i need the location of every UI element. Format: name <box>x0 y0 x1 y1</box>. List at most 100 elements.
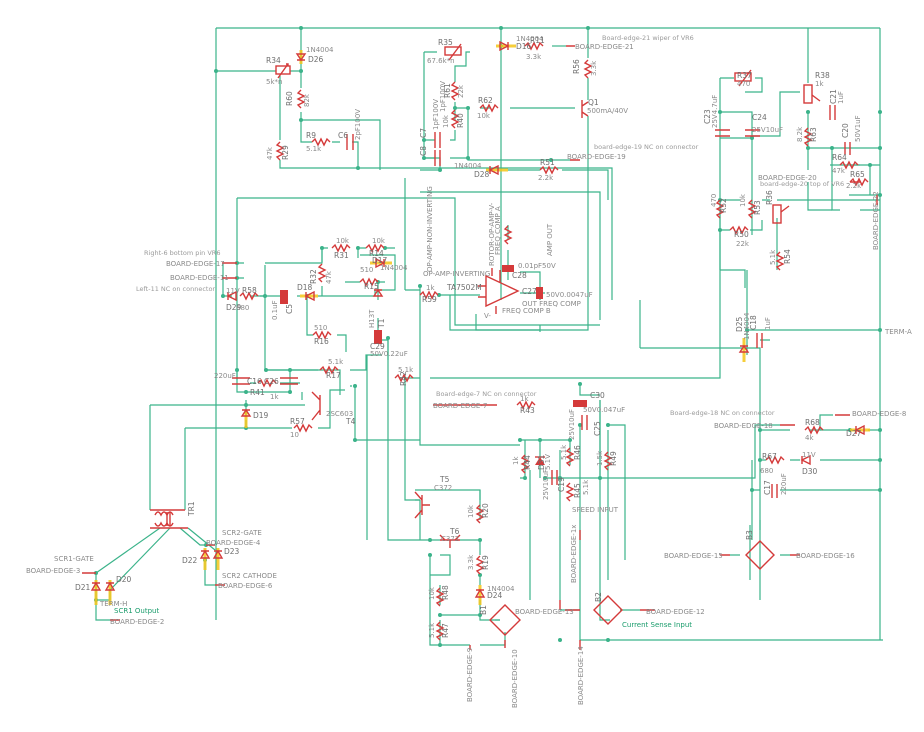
label-T5: T5 <box>439 475 450 484</box>
diode-D17 <box>375 257 386 269</box>
label-C30: C30 <box>590 391 605 400</box>
resistor-R48 <box>435 587 445 607</box>
cap-C5 <box>280 290 288 304</box>
value-T6: C372 <box>441 535 459 543</box>
label-R15: R15 <box>364 282 379 291</box>
value-R31: 10k <box>336 237 350 245</box>
value-R54: 5.1k <box>769 249 777 265</box>
component-labels: R34 5k*n 1N4004 D26 R60 82k R9 5.1k C6 2… <box>75 35 865 638</box>
note-be18: Board-edge-18 NC on connector <box>670 409 775 417</box>
label-R35: R35 <box>438 38 453 47</box>
net-freq-comp-b: FREQ COMP B <box>502 307 551 315</box>
resistor-R41 <box>257 378 277 388</box>
label-C18: C18 <box>749 315 758 330</box>
note-be19: board-edge-19 NC on connector <box>594 143 699 151</box>
value-R49: 1.5k <box>596 450 604 466</box>
value-C17: 220uF <box>780 473 788 495</box>
label-C26: C26 <box>264 377 279 386</box>
opamp-TA7502M <box>485 274 520 308</box>
value-R62: 10k <box>477 112 491 120</box>
value-C21: 1uF <box>837 91 845 104</box>
value-D24: 1N4004 <box>487 585 515 593</box>
resistor-R63 <box>803 127 813 147</box>
label-D23: D23 <box>224 547 240 556</box>
label-R56: R56 <box>572 59 581 74</box>
value-C25: 25V10uF <box>568 409 576 440</box>
bridge-B3 <box>745 540 775 570</box>
cap-C21 <box>829 105 836 120</box>
resistor-R47 <box>435 621 445 641</box>
cap-C16 <box>232 377 250 385</box>
value-R42: 5.1k <box>398 366 414 374</box>
diode-D27 <box>854 424 865 436</box>
value-C8: 1pF100V <box>439 81 447 112</box>
parts <box>82 40 878 650</box>
resistor-R19 <box>475 555 485 575</box>
value-C24: 25V10uF <box>752 126 783 134</box>
label-D30: D30 <box>802 467 818 476</box>
label-D19: D19 <box>253 411 269 420</box>
note-be7: Board-edge-7 NC on connector <box>436 390 537 398</box>
transformer <box>150 509 188 529</box>
resistor-R43 <box>516 400 536 410</box>
value-D17: 1N4004 <box>380 264 408 272</box>
resistor-R62 <box>479 103 499 113</box>
transistor-Q1 <box>581 100 589 118</box>
resistor-R45 <box>565 482 575 502</box>
label-C20: C20 <box>841 123 850 138</box>
diode-D30 <box>800 454 811 466</box>
label-C17: C17 <box>763 480 772 495</box>
pot-R38 <box>803 84 813 104</box>
value-R45: 5.1k <box>582 479 590 495</box>
value-D28: 1N4004 <box>454 162 482 170</box>
value-R29: 47k <box>266 146 274 160</box>
value-R19: 3.3k <box>467 554 475 570</box>
cap-C23 <box>715 129 730 137</box>
value-R37: 470 <box>737 80 750 88</box>
label-C27: C27 <box>522 287 537 296</box>
cap-C17 <box>771 484 778 498</box>
cap-C6 <box>346 134 354 150</box>
value-R65: 2.2k <box>846 182 862 190</box>
connector-board-edge-12: BOARD-EDGE-12 <box>646 608 705 616</box>
net-out-freq-comp: OUT FREQ COMP <box>522 300 581 308</box>
resistor-R64 <box>839 160 859 170</box>
label-R32: R32 <box>309 269 318 284</box>
note-be11: Left-11 NC on connector <box>136 285 215 293</box>
net-scr2-gate: SCR2-GATE <box>222 529 262 537</box>
value-C7: 1pF100V <box>432 99 440 130</box>
resistor-R20 <box>475 504 485 524</box>
label-C8: C8 <box>419 146 428 156</box>
cap-C7 <box>434 132 441 148</box>
cap-C20 <box>844 142 851 155</box>
label-R31: R31 <box>334 251 349 260</box>
value-R38: 1k <box>815 80 824 88</box>
value-R11: 3.3k <box>526 53 542 61</box>
label-C28: C28 <box>512 271 527 280</box>
resistor-R59 <box>419 290 439 300</box>
resistor-R_fca <box>503 225 513 245</box>
resistor-R68 <box>804 425 824 435</box>
label-R42: R42 <box>399 371 408 386</box>
label-R14: R14 <box>369 249 384 258</box>
label-R17: R17 <box>326 371 341 380</box>
label-R38: R38 <box>815 71 830 80</box>
value-T4: 2SC603 <box>326 410 353 418</box>
cap-C27 <box>536 287 543 299</box>
resistor-R29 <box>275 141 285 161</box>
value-R68: 4k <box>805 434 814 442</box>
resistor-R9 <box>311 137 331 147</box>
value-R46: 5.1k <box>560 444 568 460</box>
label-R44: R44 <box>523 455 532 470</box>
label-D28: D28 <box>474 170 490 179</box>
resistor-R67 <box>765 455 785 465</box>
value-R58: 680 <box>236 304 249 312</box>
value-R59: 1k <box>426 284 435 292</box>
cap-C8 <box>434 150 441 166</box>
label-D25: D25 <box>735 316 744 332</box>
value-C5: 0.1uF <box>271 300 279 320</box>
label-C19: C19 <box>557 477 566 492</box>
label-C25: C25 <box>593 421 602 436</box>
diode-D31 <box>535 457 545 465</box>
value-R32: 47k <box>325 270 333 284</box>
